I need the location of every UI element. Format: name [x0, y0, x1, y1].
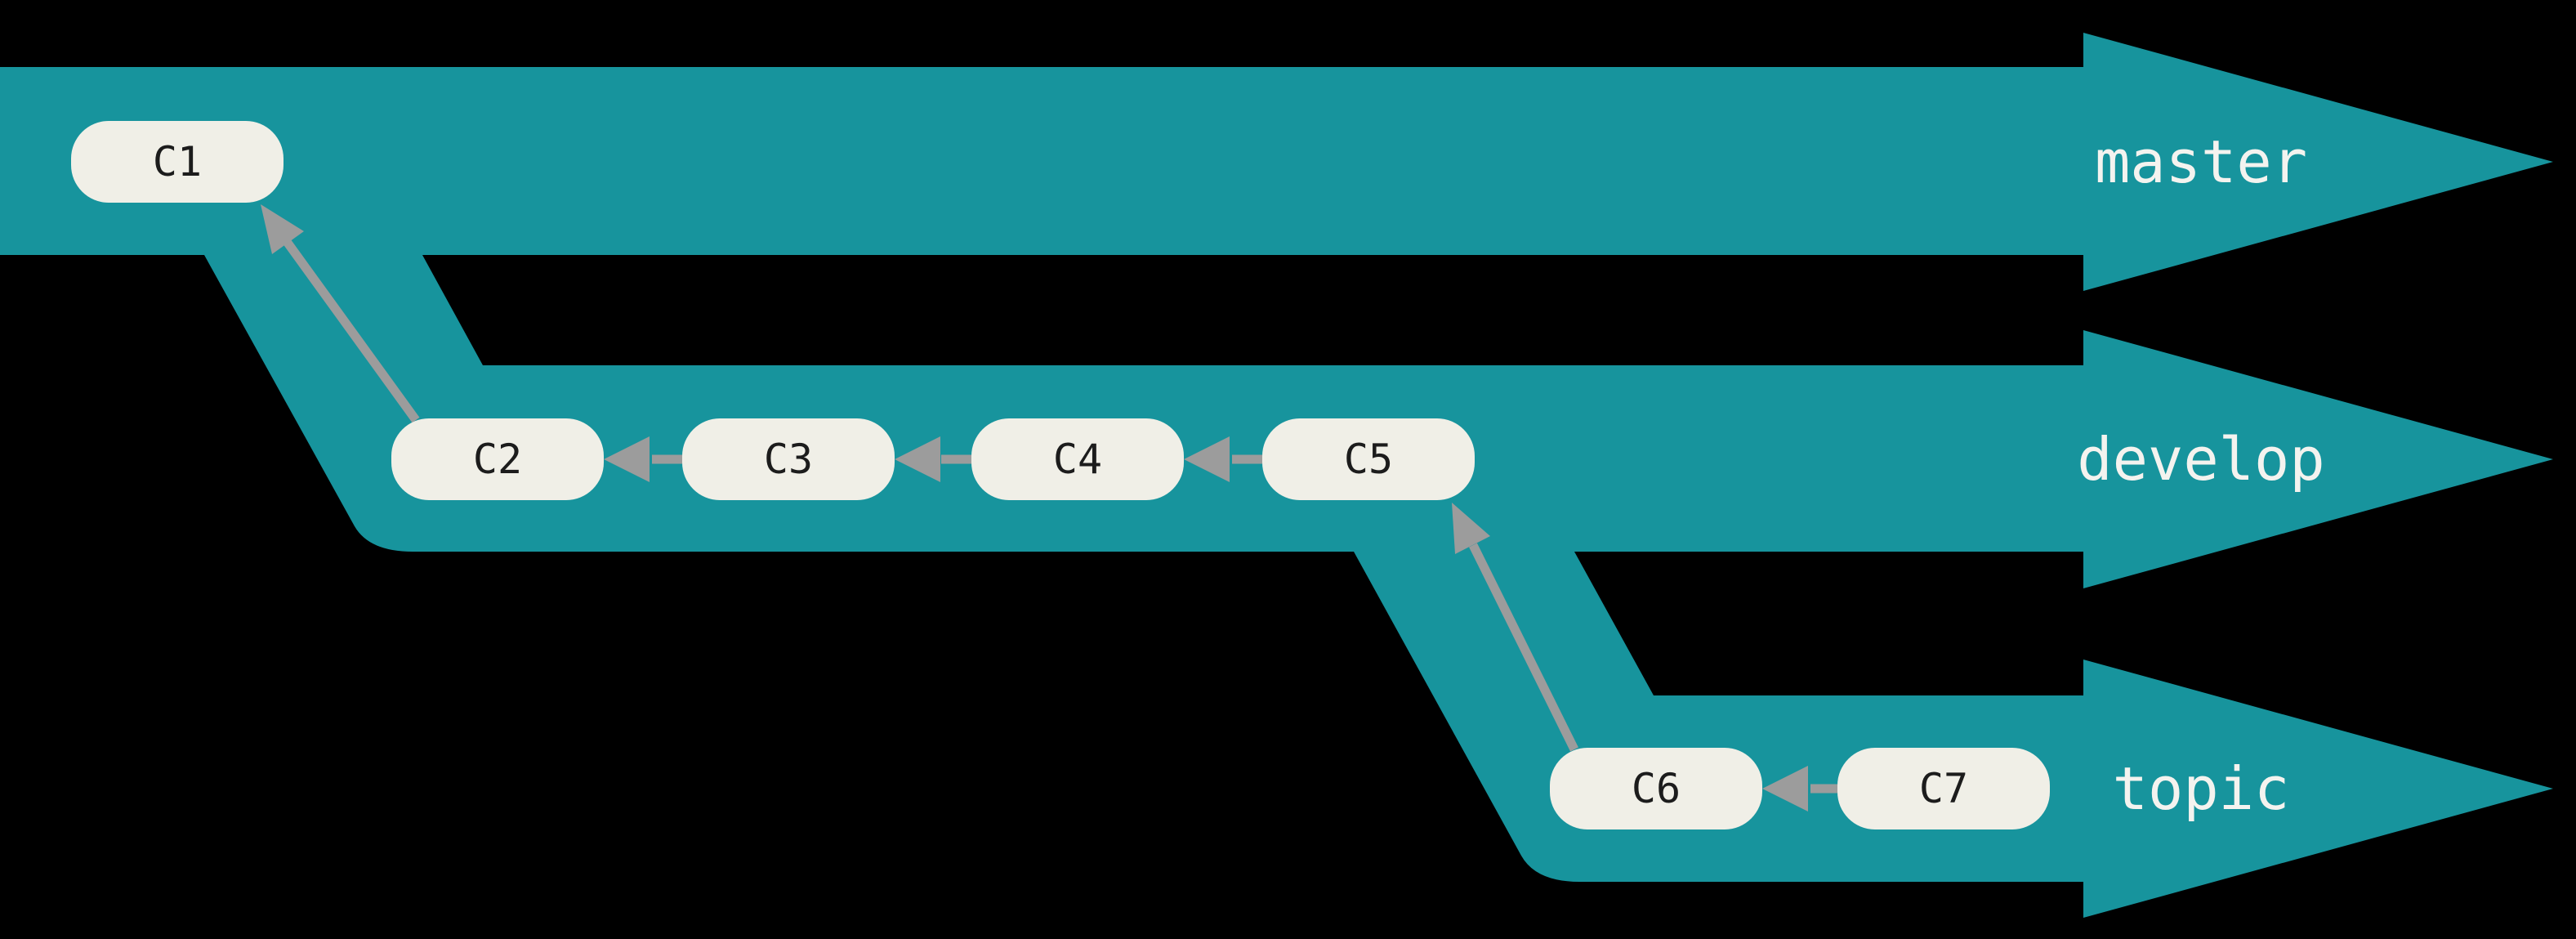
arrowhead-icon [604, 436, 650, 482]
commit-label: C4 [1053, 436, 1102, 483]
commit-pill [1550, 748, 1762, 829]
commit-label: C6 [1632, 765, 1681, 812]
commit-node-c1: C1 [71, 121, 283, 203]
branch-lane-master [0, 33, 2553, 291]
arrowhead-icon [1762, 766, 1808, 812]
commit-node-c3: C3 [682, 418, 895, 500]
arrowhead-icon [1452, 503, 1490, 554]
branch-label-develop: develop [2077, 425, 2324, 494]
commit-label: C7 [1919, 765, 1968, 812]
commit-node-c5: C5 [1262, 418, 1475, 500]
commit-pill [1262, 418, 1475, 500]
edge-shaft [1469, 543, 1578, 752]
arrowhead-icon [895, 436, 940, 482]
commit-pill [1837, 748, 2050, 829]
edge-shaft [283, 239, 420, 423]
arrowhead-icon [261, 204, 304, 254]
branch-label-topic: topic [2113, 754, 2290, 823]
commit-node-c6: C6 [1550, 748, 1762, 829]
commit-label: C3 [764, 436, 813, 483]
commit-node-c4: C4 [971, 418, 1184, 500]
commit-pill [71, 121, 283, 203]
arrowhead-icon [1184, 436, 1230, 482]
commit-pill [682, 418, 895, 500]
branch-label-master: master [2095, 127, 2307, 196]
commit-pill [971, 418, 1184, 500]
commit-edge-c5-c4 [1184, 436, 1262, 482]
commit-edge-c6-c5 [1452, 503, 1578, 752]
commit-label: C1 [153, 138, 202, 186]
commit-label: C5 [1344, 436, 1393, 483]
commit-edge-c3-c2 [604, 436, 682, 482]
commit-node-c2: C2 [391, 418, 604, 500]
commit-edge-c2-c1 [261, 204, 420, 423]
commit-edge-c7-c6 [1762, 766, 1837, 812]
commit-node-c7: C7 [1837, 748, 2050, 829]
commit-edge-c4-c3 [895, 436, 971, 482]
branch-lane-topic [1354, 552, 2553, 918]
commit-label: C2 [473, 436, 522, 483]
commit-pill [391, 418, 604, 500]
